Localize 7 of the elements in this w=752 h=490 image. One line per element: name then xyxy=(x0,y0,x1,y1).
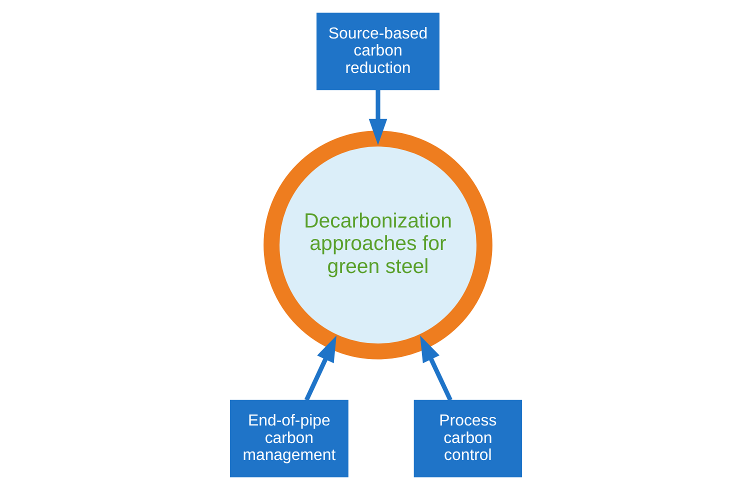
node-circle: Decarbonization approaches for green steel xyxy=(264,130,492,360)
node-box: Source-based carbon reduction xyxy=(316,12,440,90)
arrow xyxy=(304,336,336,402)
arrow xyxy=(368,90,388,146)
node-box: End-of-pipe carbon management xyxy=(230,400,348,478)
node-box: Process carbon control xyxy=(414,400,522,478)
arrow xyxy=(420,336,452,402)
